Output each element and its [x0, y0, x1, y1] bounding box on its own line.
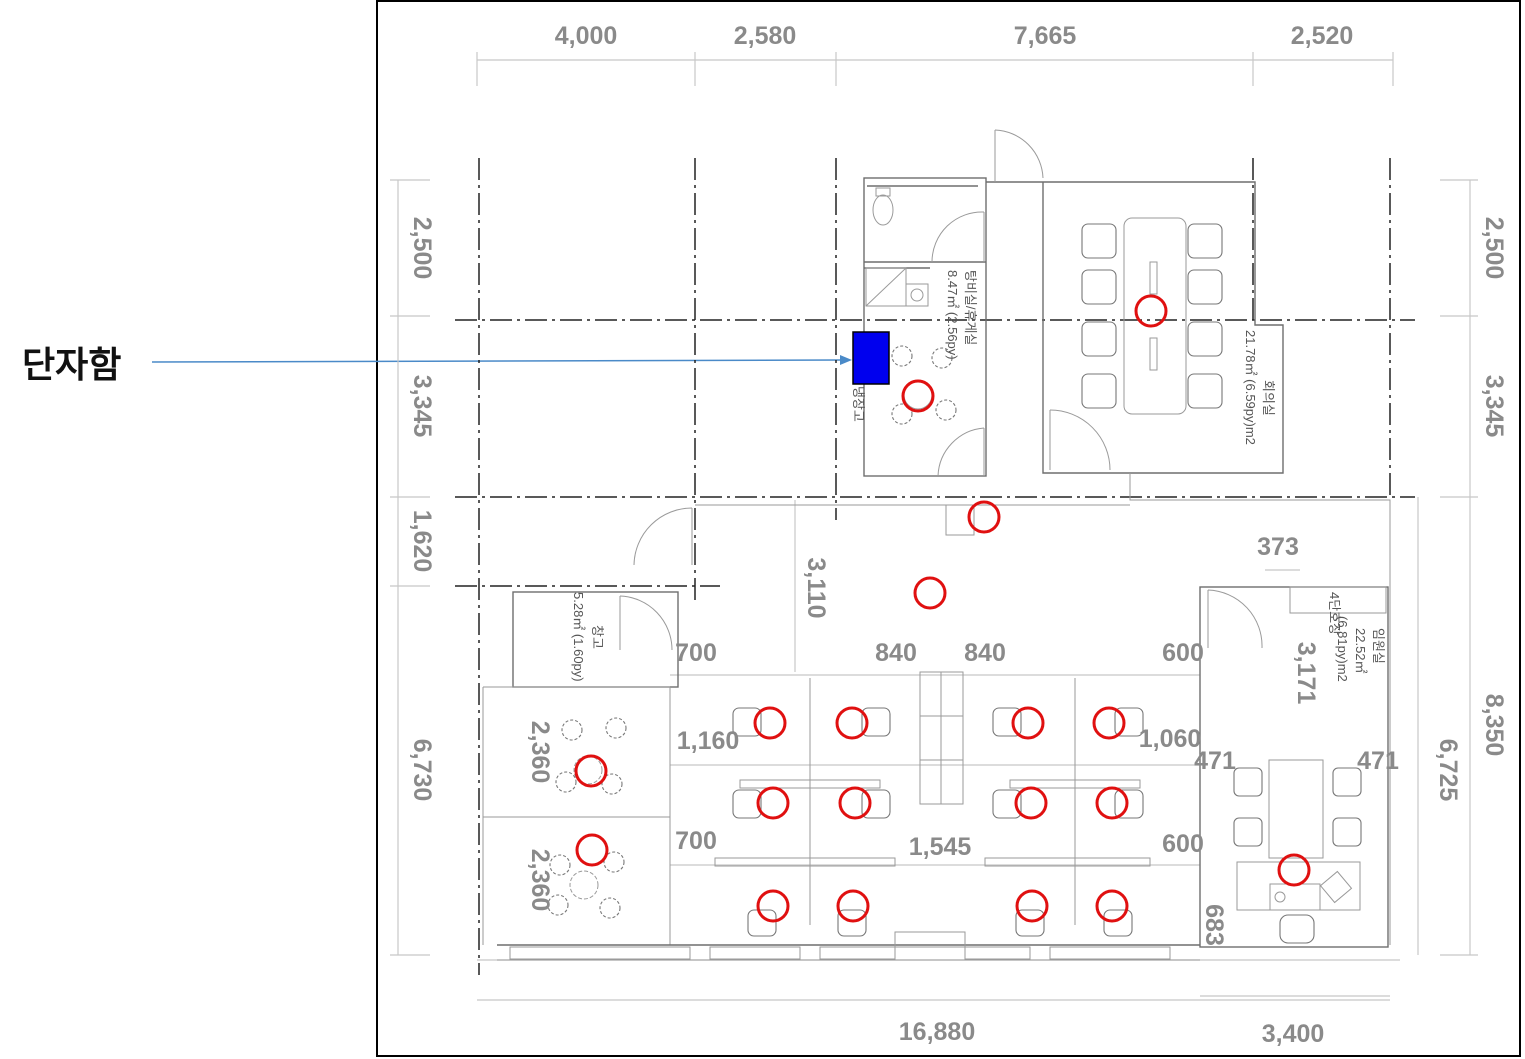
dim-interior-840b: 840 — [964, 639, 1006, 667]
dim-top-4: 2,520 — [1291, 22, 1354, 50]
dim-interior-2360b: 2,360 — [526, 849, 554, 912]
dim-right-1: 2,500 — [1480, 217, 1508, 280]
dim-left-4: 6,730 — [408, 739, 436, 802]
dim-interior-600a: 600 — [1162, 639, 1204, 667]
dim-interior-373: 373 — [1257, 533, 1299, 561]
walls — [482, 177, 1391, 961]
dim-top-1: 4,000 — [555, 22, 618, 50]
dim-interior-2360a: 2,360 — [526, 721, 554, 784]
dim-right-3: 8,350 — [1480, 694, 1508, 757]
callout-label-terminal-box: 단자함 — [22, 345, 122, 386]
dim-bottom-2: 3,400 — [1262, 1020, 1325, 1048]
room-name-meeting: 회의실 — [1261, 380, 1276, 416]
dim-left-2: 3,345 — [408, 375, 436, 438]
dim-interior-3171: 3,171 — [1292, 642, 1320, 705]
dim-interior-1160: 1,160 — [677, 727, 740, 755]
dim-interior-471a: 471 — [1194, 747, 1236, 775]
marker-circles — [574, 294, 1311, 923]
dim-left-3: 1,620 — [408, 510, 436, 573]
doors — [619, 129, 1263, 651]
room-name-storage: 창고 — [590, 625, 605, 649]
room-area-executive: 22.52㎡ — [1353, 628, 1368, 674]
dim-interior-700b: 700 — [675, 827, 717, 855]
executive-furniture — [1233, 759, 1362, 944]
room-name-executive: 임원실 — [1371, 628, 1386, 664]
room-area-meeting: 21.78㎡ (6.59py)m2 — [1243, 330, 1258, 445]
dim-left-1: 2,500 — [408, 217, 436, 280]
room-name-pantry: 탕비실/휴게실 — [963, 270, 978, 345]
dim-top-3: 7,665 — [1014, 22, 1077, 50]
dim-bottom-1: 16,880 — [899, 1018, 975, 1046]
dim-interior-683: 683 — [1200, 904, 1228, 946]
fridge-label: 냉장고 — [851, 386, 866, 422]
dim-interior-corridor: 3,110 — [802, 557, 830, 618]
cabinet-label: 4단호장 — [1327, 592, 1342, 635]
lounge-tables — [547, 717, 627, 919]
dim-right-2: 3,345 — [1480, 375, 1508, 438]
dim-interior-600b: 600 — [1162, 830, 1204, 858]
dim-interior-700a: 700 — [675, 639, 717, 667]
pantry-table-group — [891, 345, 975, 536]
plan-frame — [376, 0, 1521, 1057]
meeting-table-group — [1081, 217, 1223, 415]
dim-interior-1060: 1,060 — [1139, 725, 1202, 753]
dim-top-2: 2,580 — [734, 22, 797, 50]
dim-interior-840a: 840 — [875, 639, 917, 667]
room-area-storage: 5.28㎡ (1.60py) — [571, 592, 586, 682]
dim-right-4: 6,725 — [1434, 739, 1462, 802]
room-area-pantry: 8.47㎡ (2.56py) — [945, 270, 960, 360]
dim-interior-1545: 1,545 — [909, 833, 972, 861]
terminal-box — [852, 331, 890, 385]
room-area-executive-py: (6.81py)m2 — [1335, 616, 1350, 682]
dim-interior-471b: 471 — [1357, 747, 1399, 775]
callout-leader-line — [151, 355, 852, 365]
